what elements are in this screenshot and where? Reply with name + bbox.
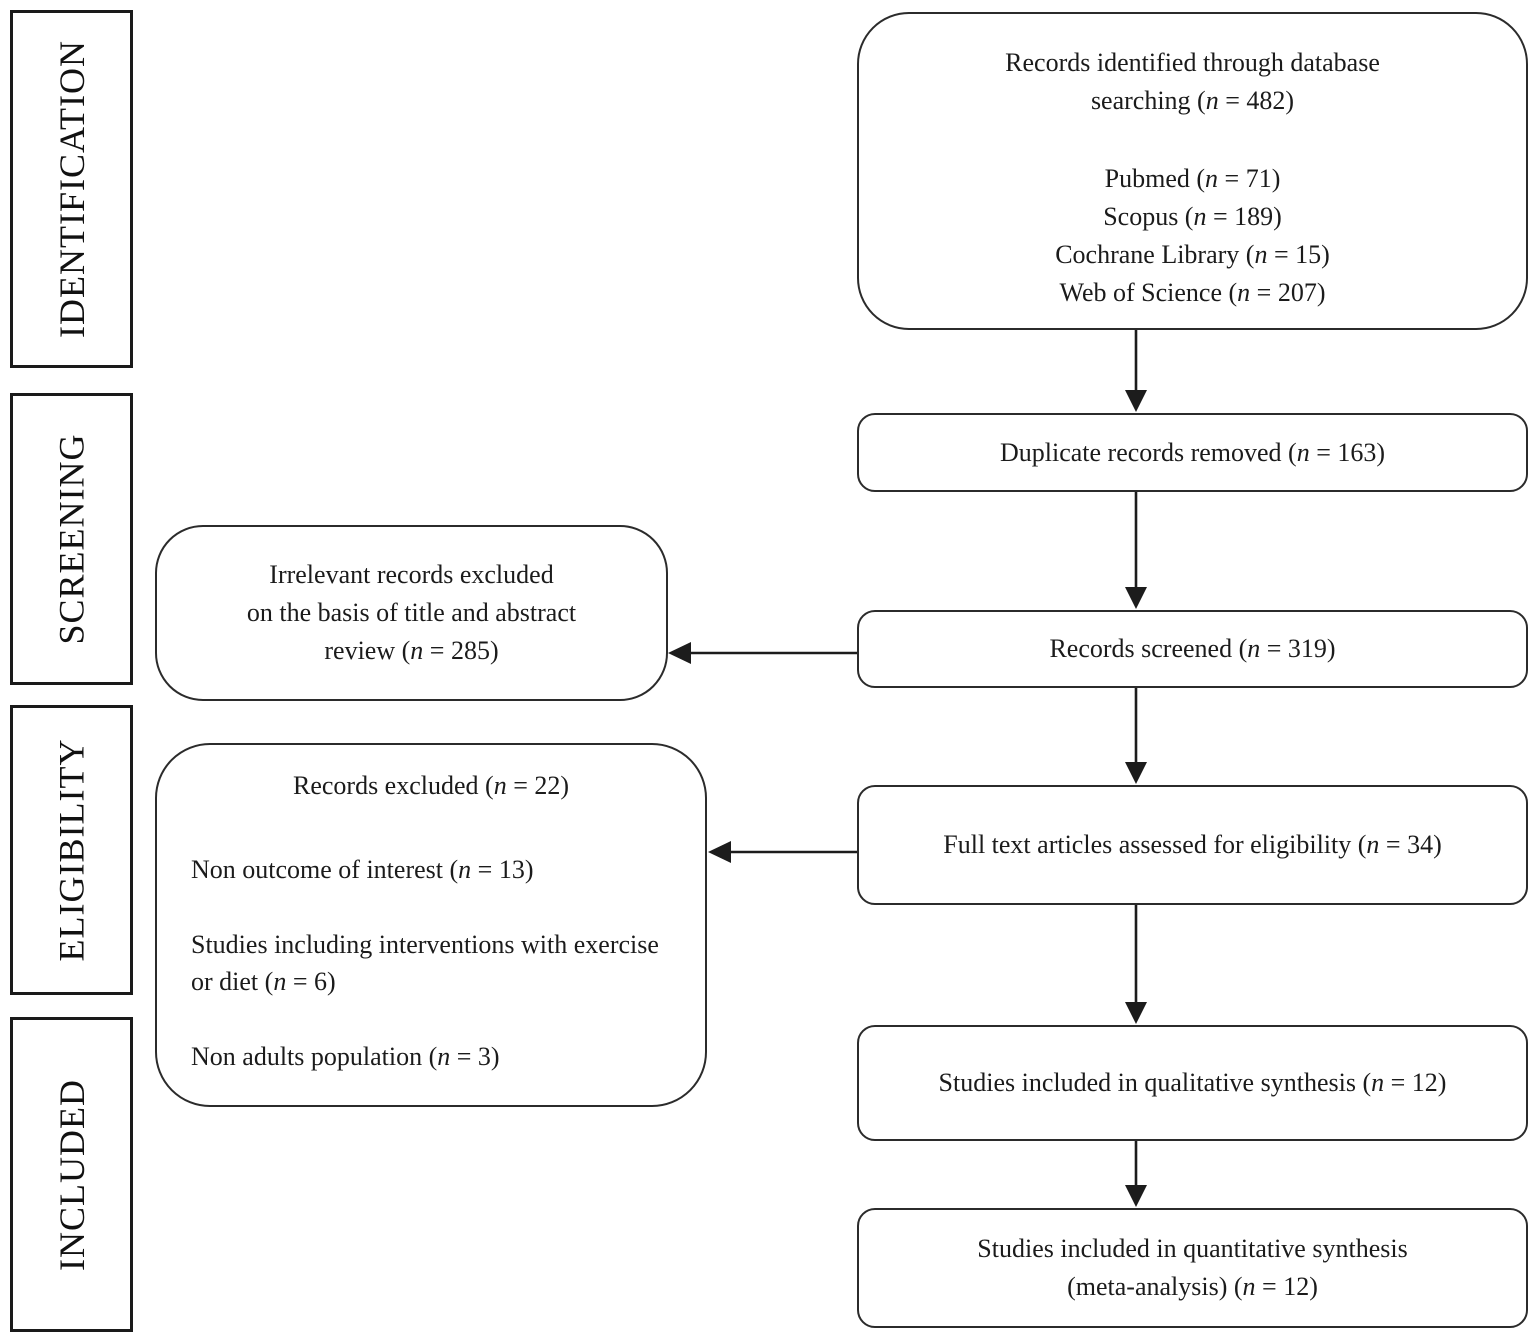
stage-box-eligibility: ELIGIBILITY bbox=[10, 705, 133, 995]
records-identified-title-line1: Records identified through database bbox=[1005, 48, 1380, 77]
arrow-screened-to-fulltext bbox=[1125, 688, 1147, 784]
stage-box-included: INCLUDED bbox=[10, 1017, 133, 1332]
records-screened-label: Records screened (n = 319) bbox=[1049, 634, 1336, 663]
box-records-excluded: Records excluded (n = 22) Non outcome of… bbox=[155, 743, 707, 1107]
duplicates-removed-label: Duplicate records removed (n = 163) bbox=[999, 437, 1386, 467]
arrow-duplicates-to-screened bbox=[1125, 492, 1147, 609]
arrow-screened-to-excluded bbox=[668, 642, 857, 664]
exclusion-reason-intervention: Studies including interventions with exe… bbox=[191, 930, 659, 996]
source-web-of-science: Web of Science (n = 207) bbox=[1059, 278, 1326, 307]
records-identified-title-line2: searching (n = 482) bbox=[1090, 86, 1295, 115]
stage-label-identification: IDENTIFICATION bbox=[51, 40, 92, 338]
irrelevant-excluded-line3: review (n = 285) bbox=[324, 636, 499, 665]
quantitative-synthesis-line2: (meta-analysis) (n = 12) bbox=[1067, 1272, 1318, 1301]
arrow-fulltext-to-excluded bbox=[708, 841, 857, 863]
stage-label-eligibility: ELIGIBILITY bbox=[51, 738, 92, 962]
box-quantitative-synthesis: Studies included in quantitative synthes… bbox=[857, 1208, 1528, 1328]
box-records-screened: Records screened (n = 319) bbox=[857, 610, 1528, 688]
arrow-identified-to-duplicates bbox=[1125, 330, 1147, 412]
arrow-qualitative-to-quantitative bbox=[1125, 1141, 1147, 1207]
stage-box-screening: SCREENING bbox=[10, 393, 133, 685]
box-qualitative-synthesis: Studies included in qualitative synthesi… bbox=[857, 1025, 1528, 1141]
quantitative-synthesis-line1: Studies included in quantitative synthes… bbox=[977, 1234, 1408, 1263]
irrelevant-excluded-line1: Irrelevant records excluded bbox=[269, 560, 554, 589]
stage-label-included: INCLUDED bbox=[51, 1078, 92, 1271]
exclusion-reason-outcome: Non outcome of interest (n = 13) bbox=[191, 855, 534, 884]
qualitative-synthesis-label: Studies included in qualitative synthesi… bbox=[938, 1068, 1447, 1097]
stage-box-identification: IDENTIFICATION bbox=[10, 10, 133, 368]
box-fulltext-assessed: Full text articles assessed for eligibil… bbox=[857, 785, 1528, 905]
fulltext-assessed-label: Full text articles assessed for eligibil… bbox=[943, 830, 1442, 859]
exclusion-reason-population: Non adults population (n = 3) bbox=[191, 1042, 500, 1071]
box-irrelevant-records-excluded: Irrelevant records excluded on the basis… bbox=[155, 525, 668, 701]
irrelevant-excluded-line2: on the basis of title and abstract bbox=[246, 598, 577, 627]
records-excluded-title: Records excluded (n = 22) bbox=[292, 771, 570, 800]
box-records-identified: Records identified through database sear… bbox=[857, 12, 1528, 330]
source-cochrane: Cochrane Library (n = 15) bbox=[1055, 240, 1330, 269]
source-pubmed: Pubmed (n = 71) bbox=[1104, 164, 1281, 193]
arrow-fulltext-to-qualitative bbox=[1125, 905, 1147, 1024]
stage-label-screening: SCREENING bbox=[51, 433, 92, 645]
box-duplicates-removed: Duplicate records removed (n = 163) bbox=[857, 413, 1528, 492]
source-scopus: Scopus (n = 189) bbox=[1103, 202, 1282, 231]
